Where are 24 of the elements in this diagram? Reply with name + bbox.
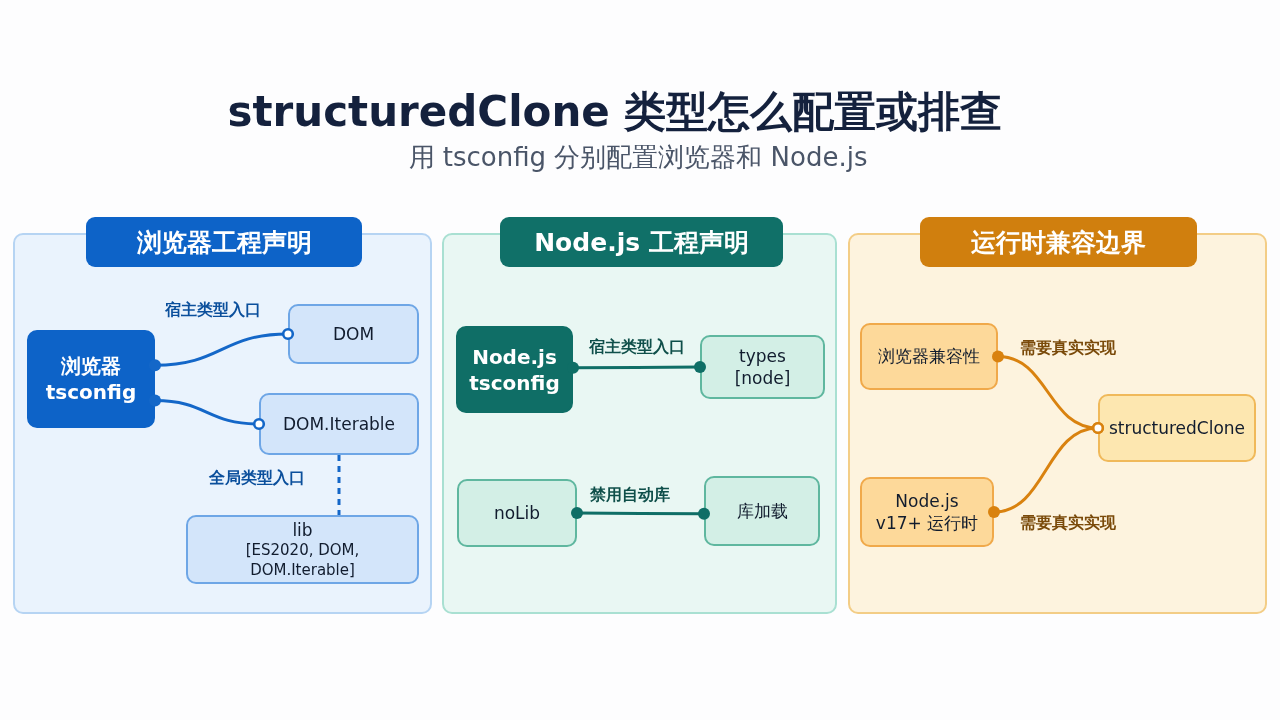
source-box: Node.js tsconfig [456,326,573,413]
process-box: types [node] [700,335,825,399]
process-box: lib [ES2020, DOM, DOM.Iterable] [186,515,419,584]
heading-tab: 运行时兼容边界 [920,217,1197,267]
connector [337,455,341,515]
connector [988,421,1105,518]
edge-label: 需要真实实现 [1017,338,1119,359]
process-box: structuredClone [1098,394,1256,462]
subtitle: 用 tsconfig 分别配置浏览器和 Node.js [407,141,869,174]
connector [149,327,295,372]
process-box: noLib [457,479,577,547]
process-box: DOM [288,304,419,364]
connector [571,507,710,520]
heading-tab: 浏览器工程声明 [86,217,362,267]
process-box: 库加载 [704,476,820,546]
process-box: DOM.Iterable [259,393,419,455]
source-box: 浏览器 tsconfig [27,330,155,428]
connector [149,394,266,431]
process-box: 浏览器兼容性 [860,323,998,390]
title: structuredClone 类型怎么配置或排查 [226,86,1004,138]
edge-label: 需要真实实现 [1017,513,1119,534]
edge-label: 禁用自动库 [587,485,673,506]
heading-tab: Node.js 工程声明 [500,217,783,267]
process-box: Node.js v17+ 运行时 [860,477,994,547]
